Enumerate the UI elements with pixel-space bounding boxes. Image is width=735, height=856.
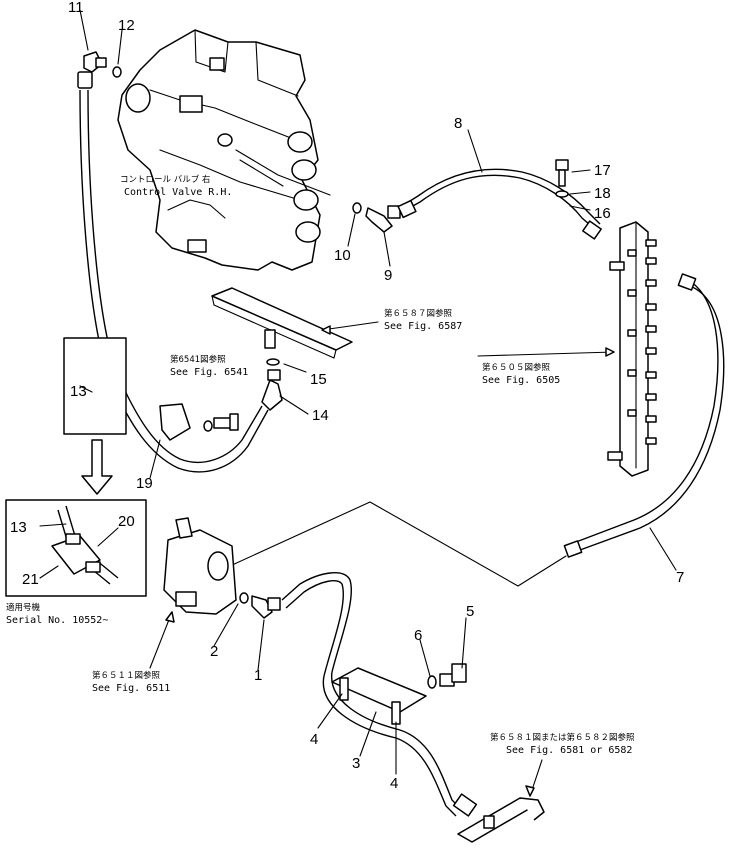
- inset-detail: [5, 499, 147, 597]
- note-fig6587-en: See Fig. 6587: [384, 321, 462, 332]
- callout-13: 13: [70, 383, 87, 400]
- tube-3: [281, 572, 463, 811]
- note-fig6541-en: See Fig. 6541: [170, 367, 248, 378]
- elbow-14: [261, 358, 283, 411]
- callout-16: 16: [594, 205, 611, 222]
- callout-14: 14: [312, 407, 329, 424]
- elbow-1: [239, 592, 281, 619]
- valve-6581: [457, 797, 545, 843]
- callout-21: 21: [22, 571, 39, 588]
- note-fig6505-en: See Fig. 6505: [482, 375, 560, 386]
- manifold-6505: [607, 221, 657, 477]
- bolt-5: [427, 663, 467, 689]
- callout-1: 1: [254, 667, 262, 684]
- reference-box-13: [63, 337, 127, 435]
- callout-11: 11: [68, 0, 84, 16]
- note-fig6581-en: See Fig. 6581 or 6582: [506, 745, 632, 756]
- support-bar-6587: [211, 287, 353, 359]
- callout-2: 2: [210, 643, 218, 660]
- callout-3: 3: [352, 755, 360, 772]
- note-control-valve-en: Control Valve R.H.: [124, 187, 232, 198]
- hose-8: [401, 174, 597, 231]
- callout-19: 19: [136, 475, 153, 492]
- callout-18: 18: [594, 185, 611, 202]
- callout-4b: 4: [390, 775, 398, 792]
- callout-12: 12: [118, 17, 135, 34]
- note-serial-jp: 適用号機: [6, 602, 41, 613]
- callout-4a: 4: [310, 731, 318, 748]
- pump-6511: [163, 517, 237, 615]
- hose-7: [579, 285, 725, 551]
- note-fig6581-jp: 第６５８１図または第６５８２図参照: [490, 732, 635, 743]
- bolt-17: [555, 159, 569, 198]
- note-control-valve-jp: コントロール バルブ 右: [120, 174, 210, 185]
- note-fig6505-jp: 第６５０５図参照: [482, 362, 551, 373]
- callout-17: 17: [594, 162, 611, 179]
- callout-6: 6: [414, 627, 422, 644]
- elbow-9: [352, 202, 401, 233]
- note-fig6587-jp: 第６５８７図参照: [384, 308, 453, 319]
- clamp-19: [159, 403, 239, 441]
- control-valve: [117, 29, 331, 271]
- callout-5: 5: [466, 603, 474, 620]
- callout-13b: 13: [10, 519, 27, 536]
- callout-15: 15: [310, 371, 327, 388]
- callout-20: 20: [118, 513, 135, 530]
- callout-10: 10: [334, 247, 351, 264]
- callout-7: 7: [676, 569, 684, 586]
- clamp-block-4: [331, 667, 427, 725]
- elbow-fitting-11: [77, 51, 122, 89]
- note-serial-en: Serial No. 10552~: [6, 615, 108, 626]
- leader-lines: [39, 9, 677, 797]
- note-fig6511-jp: 第６５１１図参照: [92, 670, 161, 681]
- note-fig6541-jp: 第6541図参照: [170, 354, 226, 365]
- callout-9: 9: [384, 267, 392, 284]
- callout-8: 8: [454, 115, 462, 132]
- note-fig6511-en: See Fig. 6511: [92, 683, 170, 694]
